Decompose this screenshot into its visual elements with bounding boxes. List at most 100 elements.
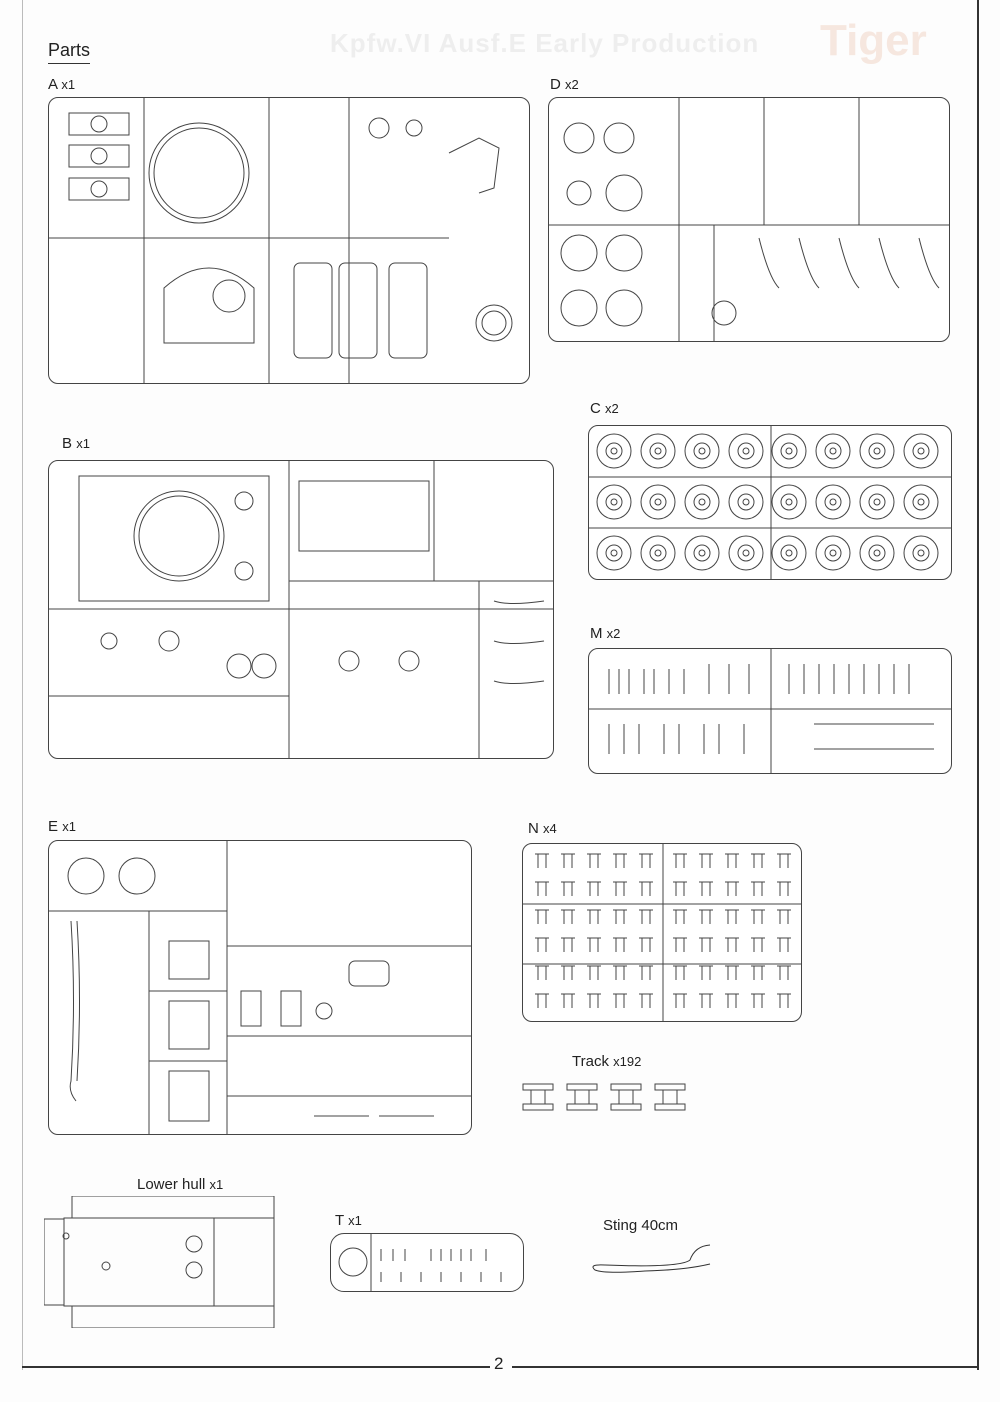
road-wheel-part [903,433,939,469]
track-pin-part [751,909,765,924]
page-number: 2 [494,1354,504,1373]
sprue-t-drawing [338,1234,502,1291]
sprue-m-qty: x2 [606,626,621,641]
road-wheel-part [698,447,706,455]
road-wheel-part [737,442,755,460]
footer-rule-right [512,1366,978,1368]
track-pin-part [587,853,601,868]
sprue-a-label: A x1 [48,76,75,93]
sprue-a-qty: x1 [61,77,76,92]
sprue-n [522,843,802,1022]
sprue-n-label: N x4 [528,820,557,837]
road-wheel-part [829,498,837,506]
road-wheel-part [771,484,807,520]
road-wheel-part [771,535,807,571]
road-wheel-part [596,484,632,520]
sprue-t-qty: x1 [348,1213,362,1228]
track-pin-part [535,909,549,924]
sprue-b-qty: x1 [76,436,90,451]
sprue-d-qty: x2 [565,77,579,92]
track-pin-part [777,965,791,980]
lower-hull-label: Lower hull x1 [137,1176,223,1193]
sprue-d [548,97,950,342]
track-pin-part [587,937,601,952]
sprue-a-letter: A [48,76,58,93]
road-wheel-part [868,544,886,562]
road-wheel-part [903,484,939,520]
sprue-c-letter: C [590,400,601,417]
road-wheel-part [640,535,676,571]
track-pin-part [673,853,687,868]
road-wheel-part [737,544,755,562]
track-pin-part [673,937,687,952]
road-wheel-part [640,433,676,469]
track-pin-part [751,965,765,980]
sprue-e-letter: E [48,818,59,835]
track-pin-part [673,965,687,980]
road-wheel-part [610,549,618,557]
road-wheel-part [728,433,764,469]
track-pin-part [751,937,765,952]
track-pin-part [725,993,739,1008]
road-wheel-part [693,544,711,562]
sprue-a-drawing [49,98,513,383]
track-pin-part [535,993,549,1008]
track-pin-part [699,881,713,896]
track-pin-part [587,881,601,896]
road-wheel-part [815,535,851,571]
road-wheel-part [610,447,618,455]
road-wheel-part [654,498,662,506]
sprue-t-letter: T [335,1212,344,1229]
track-pin-part [751,993,765,1008]
road-wheel-part [780,493,798,511]
road-wheel-part [859,433,895,469]
road-wheel-part [780,442,798,460]
track-pin-part [561,881,575,896]
road-wheel-part [917,549,925,557]
sprue-d-drawing [549,98,949,341]
track-pin-part [561,909,575,924]
sprue-b [48,460,554,759]
road-wheel-part [596,535,632,571]
road-wheel-part [829,549,837,557]
bleed-through-brand: Tiger [820,16,927,65]
road-wheel-part [737,493,755,511]
track-pin-part [777,881,791,896]
road-wheel-part [693,493,711,511]
track-label: Track x192 [572,1053,641,1070]
road-wheel-part [873,447,881,455]
road-wheel-part [824,493,842,511]
track-qty: x192 [613,1054,642,1069]
track-pin-part [699,909,713,924]
road-wheel-part [785,447,793,455]
road-wheel-part [684,484,720,520]
road-wheel-part [742,549,750,557]
track-pin-part [613,965,627,980]
road-wheel-part [829,447,837,455]
track-pin-part [777,909,791,924]
road-wheel-part [684,535,720,571]
road-wheel-part [698,549,706,557]
track-pin-part [699,853,713,868]
lower-hull-illustration [44,1196,275,1328]
track-pin-part [639,853,653,868]
track-pin-part [587,965,601,980]
track-pin-part [699,993,713,1008]
track-name: Track [572,1053,609,1070]
track-link [566,1083,598,1111]
sprue-t [330,1233,524,1292]
road-wheel-part [903,535,939,571]
page-title: Parts [48,40,91,64]
bleed-through-text: Kpfw.VI Ausf.E Early Production [330,28,760,58]
road-wheel-part [912,442,930,460]
road-wheel-part [859,484,895,520]
track-pin-part [751,853,765,868]
track-pin-part [725,909,739,924]
track-pin-part [699,937,713,952]
road-wheel-part [742,498,750,506]
road-wheel-part [698,498,706,506]
track-link [610,1083,642,1111]
track-pin-part [725,937,739,952]
road-wheel-part [605,544,623,562]
